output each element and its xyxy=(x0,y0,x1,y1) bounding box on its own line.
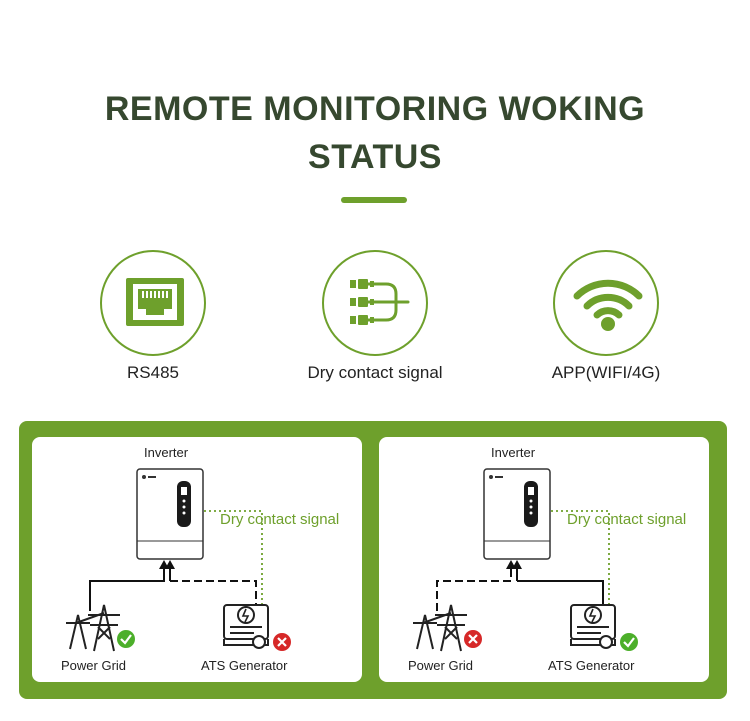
diagram-card-generator-active: Inverter Dry contact signal Power Grid A… xyxy=(379,437,709,682)
wifi-icon xyxy=(573,279,643,331)
ats-generator-label: ATS Generator xyxy=(548,658,635,673)
dry-contact-signal-label: Dry contact signal xyxy=(220,511,340,528)
grid-status-ok-icon xyxy=(117,630,135,648)
ethernet-port-icon xyxy=(126,278,184,326)
power-grid-icon xyxy=(66,604,120,652)
inverter-label: Inverter xyxy=(491,445,536,460)
rs485-feature xyxy=(100,250,206,356)
page-title-line-1: REMOTE MONITORING WOKING xyxy=(104,90,646,128)
inverter-icon xyxy=(136,468,204,560)
ats-generator-label: ATS Generator xyxy=(201,658,288,673)
inverter-label: Inverter xyxy=(144,445,189,460)
rs485-label: RS485 xyxy=(127,363,179,382)
connector-cables-icon xyxy=(350,279,410,325)
power-grid-icon xyxy=(413,604,467,652)
dry-contact-signal-label: Dry contact signal xyxy=(567,511,687,528)
app-label: APP(WIFI/4G) xyxy=(551,363,661,382)
generator-icon xyxy=(570,604,616,649)
inverter-icon xyxy=(483,468,551,560)
power-grid-label: Power Grid xyxy=(408,658,474,673)
dry-contact-label: Dry contact signal xyxy=(307,363,443,382)
app-feature xyxy=(553,250,659,356)
power-grid-label: Power Grid xyxy=(61,658,127,673)
generator-icon xyxy=(223,604,269,649)
title-underline xyxy=(341,197,407,203)
diagram-generator-active xyxy=(413,468,638,652)
page-title-line-2: STATUS xyxy=(308,138,442,176)
diagram-card-grid-active: Inverter Dry contact signal Power Grid A… xyxy=(32,437,362,682)
dry-contact-feature xyxy=(322,250,428,356)
generator-status-ok-icon xyxy=(620,633,638,651)
diagram-grid-active xyxy=(66,468,291,652)
